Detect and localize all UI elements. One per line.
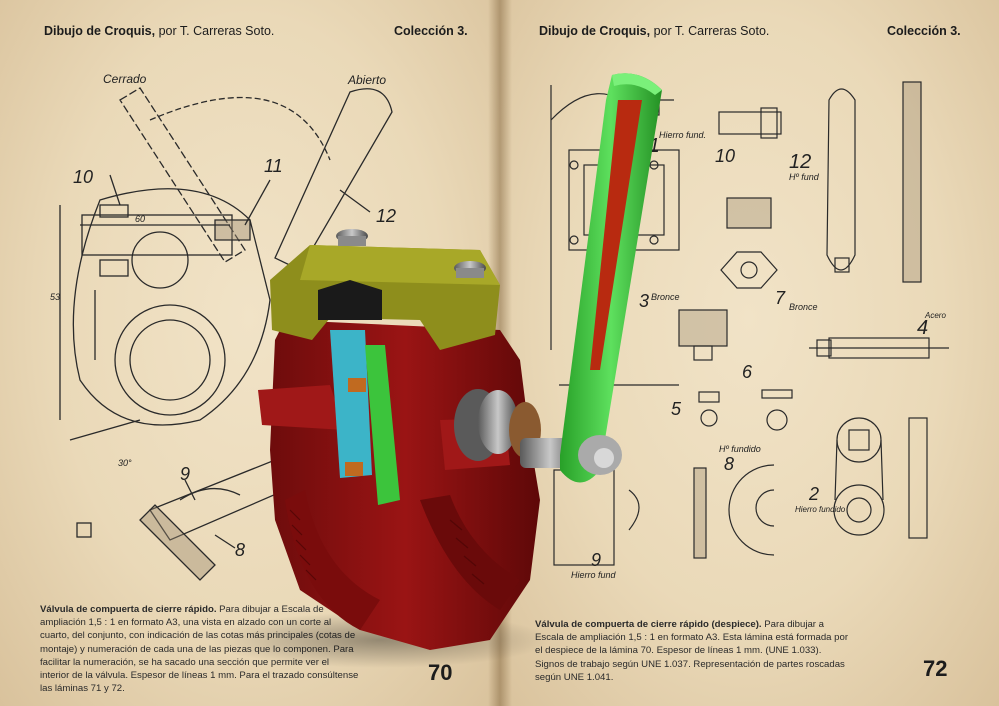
- right-header-title: Dibujo de Croquis, por T. Carreras Soto.: [539, 24, 770, 38]
- left-caption: Válvula de compuerta de cierre rápido. P…: [40, 603, 360, 695]
- label-part-12: 12: [376, 206, 396, 226]
- label-part-9-right: 9: [591, 550, 601, 570]
- label-part-9: 9: [180, 464, 190, 484]
- label-part-8: 8: [235, 540, 245, 560]
- right-caption-title: Válvula de compuerta de cierre rápido (d…: [535, 619, 762, 630]
- right-caption-body: Para dibujar a Escala de ampliación 1,5 …: [535, 619, 849, 683]
- dim-60: 60: [135, 214, 145, 224]
- note-part-12: Hº fund: [789, 172, 820, 182]
- label-part-2: 2: [808, 484, 819, 504]
- label-closed: Cerrado: [103, 72, 147, 86]
- note-part-11: Hierro fund.: [659, 130, 706, 140]
- note-part-9: Hierro fund: [571, 570, 617, 580]
- label-part-10: 10: [73, 167, 93, 187]
- label-part-4: 4: [917, 317, 928, 339]
- label-part-8-right: 8: [724, 454, 734, 474]
- label-open: Abierto: [347, 73, 386, 87]
- book-gutter: [488, 0, 512, 706]
- label-part-11: 11: [264, 156, 283, 176]
- label-part-3: 3: [639, 291, 649, 311]
- left-caption-body: Para dibujar a Escala de ampliación 1,5 …: [40, 604, 359, 695]
- right-page: Dibujo de Croquis, por T. Carreras Soto.…: [499, 0, 999, 706]
- dim-30deg: 30°: [118, 458, 132, 468]
- right-page-number: 72: [923, 656, 948, 681]
- note-part-3: Bronce: [651, 292, 680, 302]
- right-header-collection: Colección 3.: [887, 24, 961, 38]
- left-page-number: 70: [428, 660, 453, 685]
- left-technical-drawing: Cerrado Abierto 10 11 12 9 8 60 53 30°: [50, 72, 396, 581]
- right-caption: Válvula de compuerta de cierre rápido (d…: [535, 618, 853, 684]
- note-part-4: Acero: [924, 311, 946, 320]
- left-caption-title: Válvula de compuerta de cierre rápido.: [40, 604, 217, 615]
- left-header-collection: Colección 3.: [394, 24, 468, 38]
- label-part-12-right: 12: [789, 151, 811, 173]
- note-part-2: Hierro fundido: [795, 505, 846, 514]
- right-technical-drawing: 11 Hierro fund. 10 12 Hº fund 3 Bronce 7…: [550, 81, 949, 580]
- dim-53: 53: [50, 292, 60, 302]
- label-part-5: 5: [671, 399, 682, 419]
- note-part-8: Hº fundido: [719, 444, 761, 454]
- label-part-10-right: 10: [715, 146, 735, 166]
- left-page: Dibujo de Croquis, por T. Carreras Soto.…: [0, 0, 499, 706]
- label-part-6: 6: [742, 362, 753, 382]
- label-part-7: 7: [775, 288, 786, 308]
- left-header-title: Dibujo de Croquis, por T. Carreras Soto.: [44, 24, 275, 38]
- note-part-7: Bronce: [789, 302, 818, 312]
- label-part-11-right: 11: [639, 135, 660, 157]
